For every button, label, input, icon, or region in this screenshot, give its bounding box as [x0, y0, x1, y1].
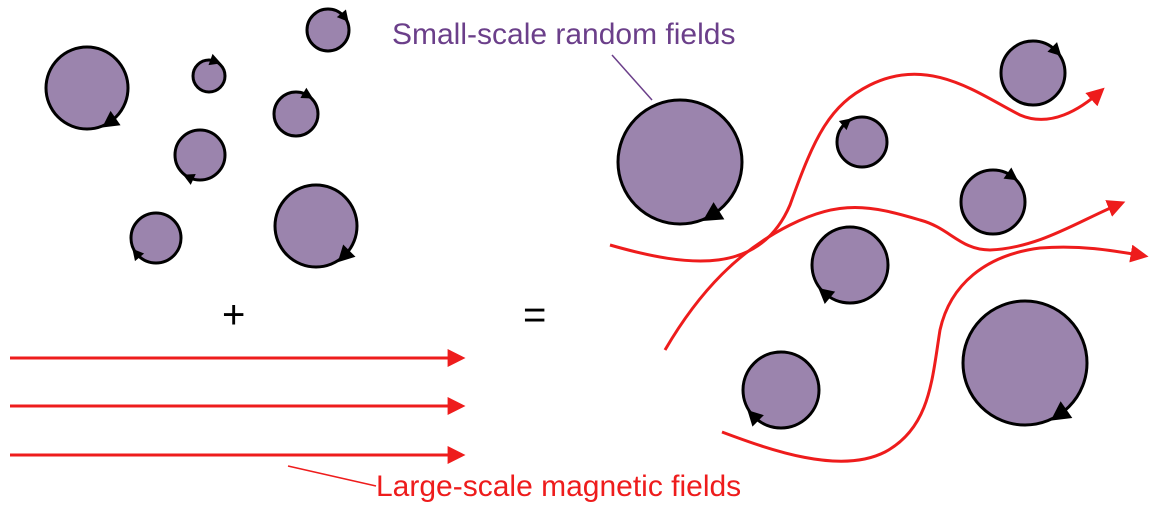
eddy-circle — [191, 53, 227, 94]
eddy-circle — [999, 39, 1067, 107]
circular-arrow-icon — [208, 53, 222, 66]
eddy-circle — [741, 350, 821, 430]
circular-arrow-icon — [1003, 167, 1018, 181]
eddy-circle — [616, 98, 744, 226]
eddy-circle — [173, 128, 227, 185]
large-scale-fields-label: Large-scale magnetic fields — [376, 470, 742, 503]
eddy-circle — [272, 87, 320, 138]
random-eddies-group — [44, 7, 359, 269]
eddy-circle — [810, 225, 890, 305]
plus-operator: + — [222, 293, 246, 337]
large-scale-leader-line — [287, 465, 377, 487]
tangled-field-line — [663, 200, 1126, 351]
eddy-circle — [305, 7, 351, 53]
tangled-field-line — [609, 72, 1105, 263]
circular-arrow-icon — [818, 288, 836, 304]
circular-arrow-icon — [747, 410, 764, 427]
uniform-field-lines — [10, 349, 466, 464]
eddy-circle — [959, 167, 1027, 236]
circular-arrow-icon — [838, 118, 852, 131]
eddy-circle — [835, 115, 889, 169]
circular-arrow-icon — [1050, 401, 1073, 421]
small-scale-fields-label: Small-scale random fields — [392, 18, 736, 51]
equals-operator: = — [523, 293, 547, 337]
circular-arrow-icon — [1047, 42, 1062, 57]
circular-arrow-icon — [337, 244, 356, 263]
combined-field-group — [609, 39, 1149, 463]
small-scale-leader-line — [611, 54, 653, 101]
circular-arrow-icon — [336, 9, 349, 22]
eddy-circle — [273, 183, 359, 269]
tangled-field-line — [721, 244, 1149, 463]
eddy-circle — [961, 299, 1089, 427]
circular-arrow-icon — [132, 248, 145, 262]
circular-arrow-icon — [300, 87, 314, 99]
eddy-circle — [44, 45, 130, 131]
eddy-circle — [129, 211, 183, 265]
circular-arrow-icon — [702, 202, 725, 221]
circular-arrow-icon — [102, 110, 121, 128]
circular-arrow-icon — [183, 174, 196, 185]
